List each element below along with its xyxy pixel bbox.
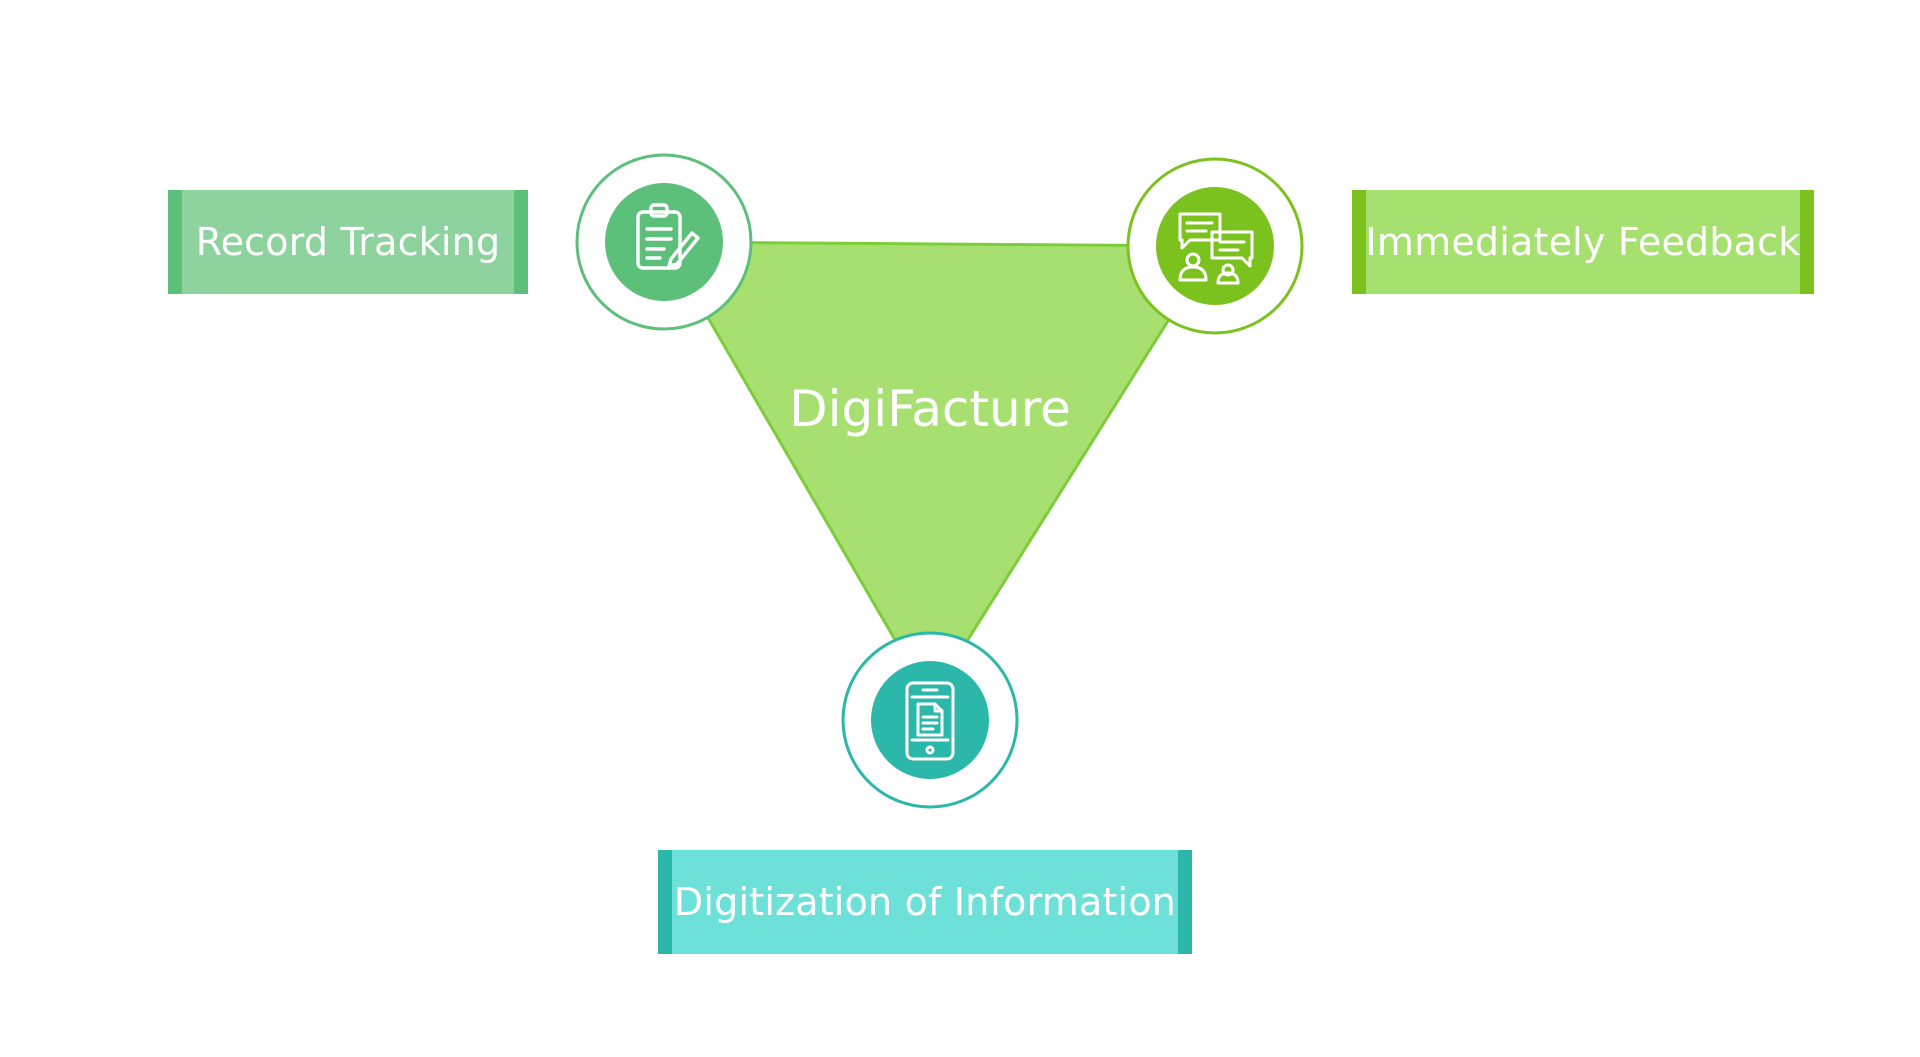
- accent-bar-right: [1178, 850, 1192, 954]
- accent-bar-left: [658, 850, 672, 954]
- label-text: Immediately Feedback: [1365, 220, 1801, 264]
- accent-bar-right: [1800, 190, 1814, 294]
- center-triangle-fill: [662, 240, 1217, 702]
- label-digitization-of-information: Digitization of Information: [658, 850, 1192, 954]
- node-record-tracking: [575, 153, 753, 331]
- accent-bar-left: [1352, 190, 1366, 294]
- label-record-tracking: Record Tracking: [168, 190, 528, 294]
- label-text: Digitization of Information: [673, 880, 1177, 924]
- clipboard-edit-icon: [636, 203, 700, 270]
- accent-bar-right: [514, 190, 528, 294]
- label-text: Record Tracking: [195, 220, 501, 264]
- label-immediately-feedback: Immediately Feedback: [1352, 190, 1814, 294]
- node-digitization: [841, 631, 1019, 809]
- mobile-document-icon: [905, 681, 955, 761]
- chat-people-icon: [1178, 212, 1254, 285]
- center-title: DigiFacture: [789, 380, 1071, 438]
- node-immediately-feedback: [1126, 157, 1304, 335]
- accent-bar-left: [168, 190, 182, 294]
